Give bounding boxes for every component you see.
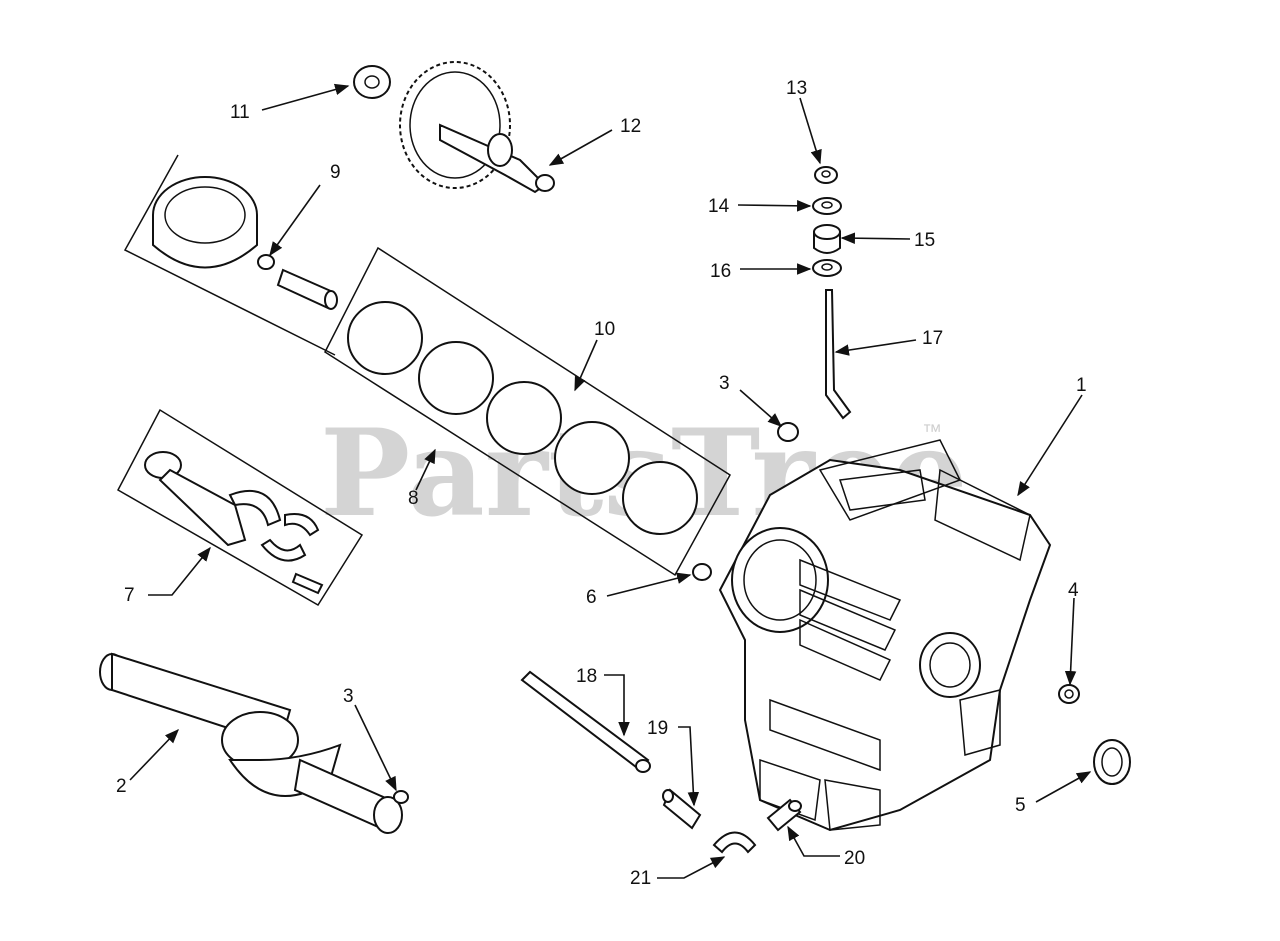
part-16-washer[interactable]	[812, 259, 842, 277]
callout-17[interactable]: 17	[922, 328, 943, 349]
callout-9[interactable]: 9	[330, 162, 341, 183]
part-2-crankshaft[interactable]	[99, 652, 407, 834]
part-21-clip[interactable]	[712, 831, 757, 854]
callout-12[interactable]: 12	[620, 116, 641, 137]
part-9-piston-assembly[interactable]	[123, 154, 338, 356]
part-7-connecting-rod[interactable]	[117, 408, 364, 607]
callout-19[interactable]: 19	[647, 718, 668, 739]
part-17-dipstick-tube[interactable]	[825, 289, 852, 420]
callout-3-upper[interactable]: 3	[719, 373, 730, 394]
callout-labels: 1 2 3 3 4 5 6 7 8 9 10 11 12 13 14 15 16…	[116, 78, 1087, 889]
part-5-oil-seal[interactable]	[1093, 739, 1131, 785]
part-1-crankcase[interactable]	[718, 439, 1052, 832]
callout-3-lower[interactable]: 3	[343, 686, 354, 707]
part-11-thrust-washer[interactable]	[353, 65, 391, 99]
callout-7[interactable]: 7	[124, 585, 135, 606]
part-4-nut[interactable]	[1058, 684, 1080, 704]
leader-lines	[129, 83, 1092, 879]
part-14-washer[interactable]	[812, 197, 842, 215]
callout-8[interactable]: 8	[408, 488, 419, 509]
callout-2[interactable]: 2	[116, 776, 127, 797]
part-12-camshaft[interactable]	[399, 61, 555, 194]
callout-6[interactable]: 6	[586, 587, 597, 608]
callout-16[interactable]: 16	[710, 261, 731, 282]
callout-11[interactable]: 11	[230, 102, 250, 123]
part-3-plug-upper[interactable]	[777, 422, 799, 442]
callout-14[interactable]: 14	[708, 196, 730, 217]
part-13-nut[interactable]	[814, 166, 838, 184]
watermark-trademark: ™	[922, 421, 942, 443]
callout-10[interactable]: 10	[594, 319, 615, 340]
part-15-bushing[interactable]	[813, 224, 841, 254]
callout-5[interactable]: 5	[1015, 795, 1026, 816]
callout-21[interactable]: 21	[630, 868, 651, 889]
callout-4[interactable]: 4	[1068, 580, 1079, 601]
callout-18[interactable]: 18	[576, 666, 597, 687]
part-18-tube[interactable]	[520, 670, 651, 773]
callout-1[interactable]: 1	[1076, 375, 1087, 396]
callout-15[interactable]: 15	[914, 230, 935, 251]
callout-13[interactable]: 13	[786, 78, 807, 99]
part-20-fitting[interactable]	[766, 798, 802, 832]
part-19-fitting[interactable]	[662, 788, 702, 830]
part-3-key-lower[interactable]	[393, 790, 409, 804]
part-10-piston-rings[interactable]	[324, 246, 731, 577]
callout-20[interactable]: 20	[844, 848, 865, 869]
part-6-dowel-pin[interactable]	[692, 563, 712, 581]
